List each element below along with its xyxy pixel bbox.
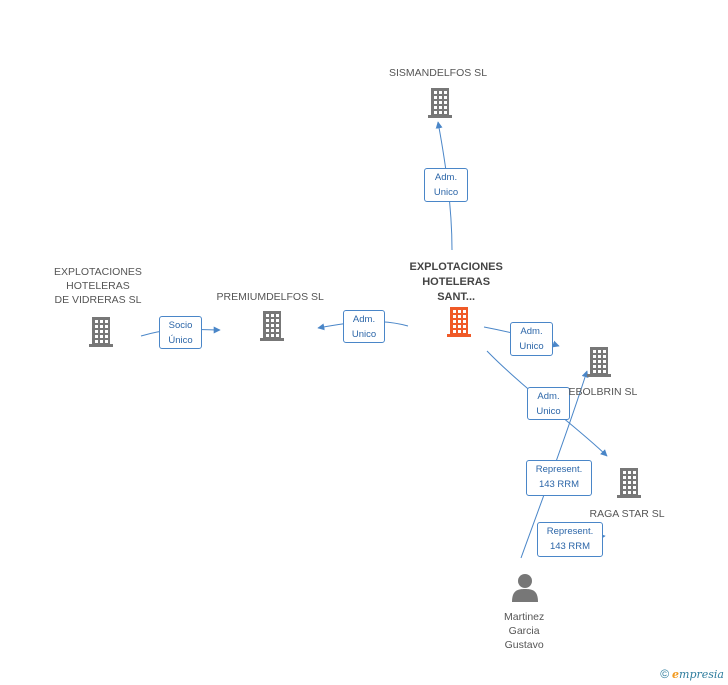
node-label-line: RAGA STAR SL [589, 508, 665, 520]
edge-label-line: Unico [536, 406, 561, 417]
node-label-line: EXPLOTACIONES [54, 266, 142, 278]
node-label-center[interactable]: EXPLOTACIONES HOTELERAS SANT... [410, 260, 503, 305]
edge-label-line: Unico [351, 329, 377, 340]
edge-label-center-premiumdelfos[interactable]: Adm. Unico [343, 310, 385, 343]
node-label-line: SANT... [437, 291, 476, 303]
edge-label-line: Represent. [535, 464, 583, 475]
ragastar-building-icon[interactable] [617, 468, 641, 498]
ebolbrin-building-icon[interactable] [587, 347, 611, 377]
node-label-line: EXPLOTACIONES [409, 261, 503, 273]
node-label-sismandelfos[interactable]: SISMANDELFOS SL [389, 66, 487, 80]
edge-label-line: Unico [519, 341, 544, 352]
edge-label-center-ragastar[interactable]: Adm. Unico [527, 387, 570, 420]
node-label-line: Martinez [504, 611, 545, 623]
edge-label-line: Adm. [352, 314, 376, 325]
node-label-line: Garcia [508, 625, 540, 637]
sismandelfos-building-icon[interactable] [428, 88, 452, 118]
node-label-ebolbrin[interactable]: EBOLBRIN SL [569, 385, 638, 399]
edge-label-line: Adm. [537, 391, 560, 402]
empresia-footer[interactable]: ©empresia [660, 667, 724, 681]
edge-label-line: Adm. [520, 326, 543, 337]
node-label-line: Gustavo [504, 639, 544, 651]
node-label-line: HOTELERAS [422, 276, 491, 288]
edge-label-line: 143 RRM [549, 541, 591, 552]
edge-label-line: 143 RRM [538, 479, 580, 490]
edge-label-line: Adm. [434, 172, 458, 183]
center-building-icon[interactable] [447, 307, 471, 337]
edge-label-martinez-ebolbrin[interactable]: Represent. 143 RRM [526, 460, 592, 496]
vidreras-building-icon[interactable] [89, 317, 113, 347]
node-label-ragastar[interactable]: RAGA STAR SL [590, 507, 665, 521]
copyright-symbol: © [660, 667, 670, 681]
edge-label-center-ebolbrin[interactable]: Adm. Unico [510, 322, 553, 356]
edge-label-martinez-ragastar[interactable]: Represent. 143 RRM [537, 522, 603, 557]
edge-label-line: Socio [168, 320, 193, 331]
icons-layer [89, 88, 641, 602]
node-label-line: DE VIDRERAS SL [54, 294, 142, 306]
edge-label-line: Represent. [546, 526, 594, 537]
node-label-line: EBOLBRIN SL [568, 386, 638, 398]
martinez-person-icon[interactable] [512, 574, 538, 602]
edge-label-line: Unico [433, 187, 459, 198]
node-label-line: SISMANDELFOS SL [389, 67, 488, 79]
edge-label-center-sismandelfos[interactable]: Adm. Unico [424, 168, 468, 202]
node-label-line: HOTELERAS [66, 280, 130, 292]
edge-label-line: Único [168, 335, 193, 346]
node-label-vidreras[interactable]: EXPLOTACIONES HOTELERAS DE VIDRERAS SL [54, 265, 142, 307]
node-label-line: PREMIUMDELFOS SL [216, 291, 324, 303]
empresia-logo[interactable]: empresia [672, 668, 724, 681]
node-label-premiumdelfos[interactable]: PREMIUMDELFOS SL [217, 290, 324, 304]
premiumdelfos-building-icon[interactable] [260, 311, 284, 341]
